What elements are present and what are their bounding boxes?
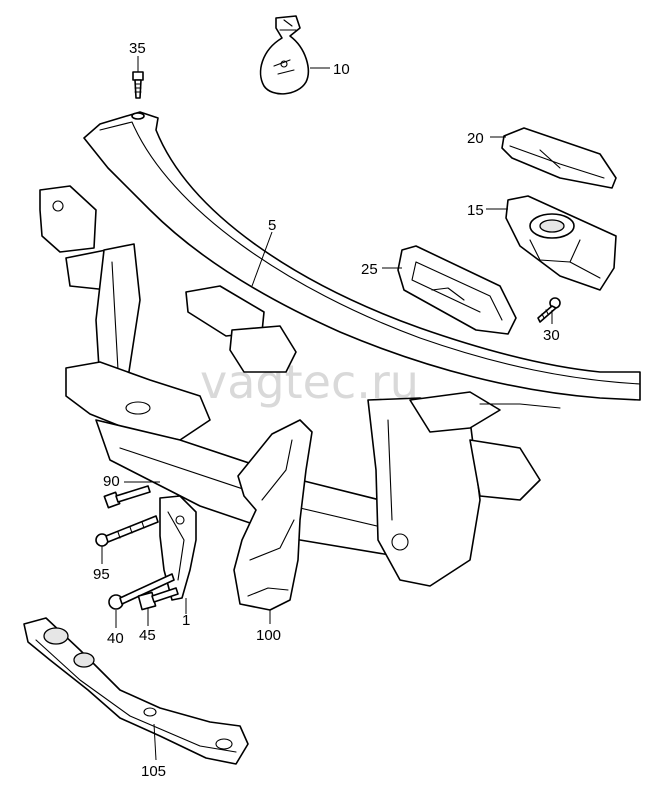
callout-15: 15 [467,202,484,219]
frame-insert-25[interactable] [397,245,517,335]
callout-100: 100 [256,627,281,644]
callout-40: 40 [107,630,124,647]
callout-5: 5 [268,217,276,234]
callout-105: 105 [141,763,166,780]
screw-30[interactable] [537,297,561,323]
callout-30: 30 [543,327,560,344]
fastener-bag-10[interactable] [259,15,310,95]
callout-20: 20 [467,130,484,147]
leader-lines [101,56,553,761]
bolt-40[interactable] [108,573,175,610]
bracket-15[interactable] [505,195,617,291]
bolt-95[interactable] [95,515,159,547]
lower-deflector-105[interactable] [23,617,249,765]
bolt-45[interactable] [137,587,179,611]
air-duct-cover-20[interactable] [501,127,617,189]
callout-25: 25 [361,261,378,278]
callout-95: 95 [93,566,110,583]
callout-90: 90 [103,473,120,490]
air-guide-100[interactable] [233,419,313,611]
callout-labels: 35 10 20 15 5 25 30 90 95 40 45 1 100 10… [93,40,560,780]
bolt-90[interactable] [103,485,151,509]
callout-1: 1 [182,612,190,629]
bolt-35[interactable] [131,71,145,120]
callout-35: 35 [129,40,146,57]
lock-carrier-5[interactable] [39,111,641,587]
callout-10: 10 [333,61,350,78]
callout-45: 45 [139,627,156,644]
side-bracket-1[interactable] [159,495,197,601]
